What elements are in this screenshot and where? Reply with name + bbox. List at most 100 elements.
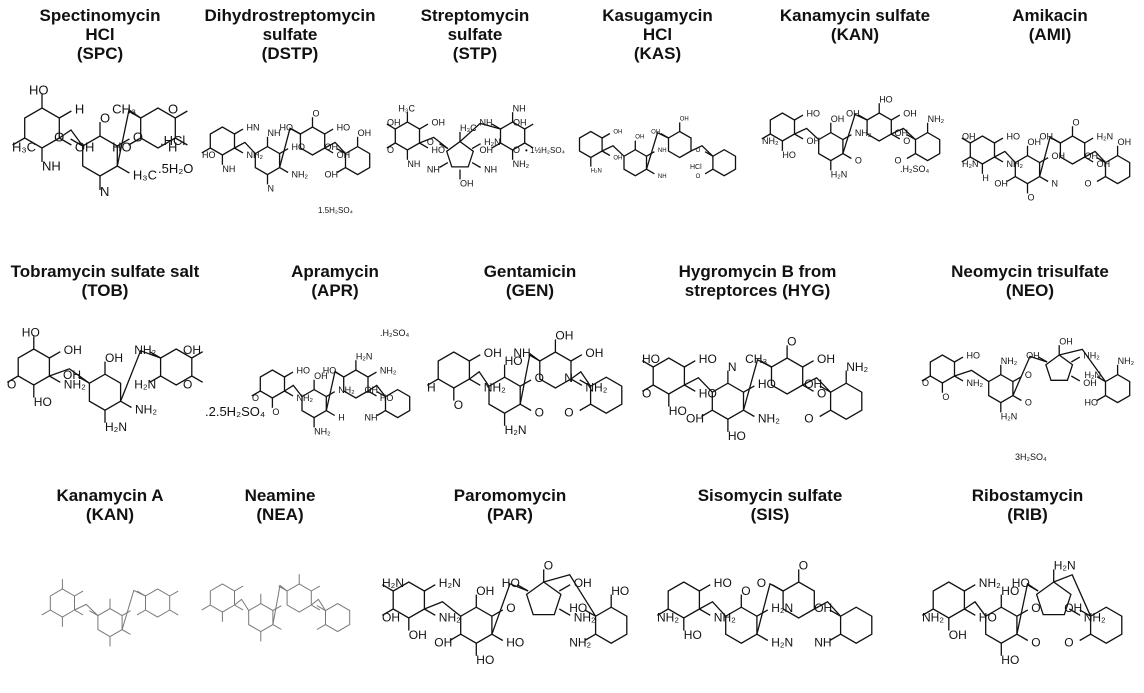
atom-label: H — [75, 102, 84, 117]
substituent-bond — [1070, 356, 1081, 363]
substituent-bond — [579, 403, 591, 412]
compound-name: Hygromycin B from — [678, 262, 837, 281]
atom-label: OH — [895, 128, 909, 138]
atom-label: H₂N — [1054, 559, 1076, 573]
atom-label: HO — [505, 354, 523, 368]
compound-name: Kanamycin sulfate — [779, 6, 931, 25]
atom-label: O — [133, 130, 143, 145]
atom-label: O — [387, 145, 394, 155]
atom-label: H — [168, 140, 177, 155]
glycosidic-bond — [74, 603, 99, 616]
glycosidic-bond — [234, 598, 250, 611]
substituent-bond — [601, 132, 611, 139]
glycosidic-bond — [459, 122, 501, 143]
compound-title: Amikacin (AMI) — [960, 6, 1140, 44]
atom-label: NH₂ — [135, 403, 157, 417]
atom-label: NH₂ — [292, 170, 309, 180]
substituent-bond — [234, 147, 244, 154]
glycosidic-bond — [424, 601, 462, 617]
substituent-bond — [1070, 375, 1081, 382]
atom-label: HN — [247, 122, 260, 132]
ring — [525, 581, 562, 616]
compound-name: Apramycin — [291, 262, 379, 281]
glycosidic-bond — [794, 127, 820, 141]
compound-name: Streptomycin — [420, 6, 530, 25]
atom-label: OH — [484, 346, 502, 360]
atom-label: HO — [699, 352, 717, 366]
atom-label: CH₃ — [112, 102, 136, 117]
atom-label: O — [564, 406, 573, 420]
substituent-bond — [646, 151, 655, 157]
substituent-bond — [136, 609, 146, 616]
atom-label: O — [100, 111, 110, 126]
atom-label: H — [427, 381, 436, 395]
atom-label: OH — [1059, 336, 1073, 346]
substituent-bond — [469, 354, 481, 362]
atom-label: O — [1031, 601, 1040, 615]
substituent-bond — [58, 110, 72, 119]
atom-label: OH — [635, 135, 644, 141]
atom-label: NH₂ — [657, 611, 679, 625]
atom-label: NH — [407, 159, 420, 169]
chemical-structure — [200, 530, 360, 680]
substituent-bond — [743, 409, 755, 418]
atom-label: OH — [325, 142, 339, 152]
ring — [344, 145, 371, 176]
compound-title: Dihydrostreptomycin sulfate (DSTP) — [200, 6, 380, 63]
atom-label: O — [535, 406, 544, 420]
atom-label: H₂N — [484, 137, 501, 147]
glycosidic-bond — [690, 145, 714, 157]
substituent-bond — [819, 409, 831, 418]
substituent-bond — [961, 156, 971, 163]
compound-dstp: Dihydrostreptomycin sulfate (DSTP) NH₂ HN… — [200, 6, 380, 216]
atom-label: O — [642, 387, 651, 401]
substituent-bond — [419, 142, 429, 149]
atom-label: OH — [325, 170, 339, 180]
substituent-bond — [994, 156, 1004, 163]
atom-label: OH — [817, 352, 835, 366]
atom-label: NH₂ — [585, 381, 607, 395]
substituent-bond — [964, 584, 976, 592]
substituent-bond — [367, 390, 377, 397]
substituent-bond — [386, 123, 396, 130]
substituent-bond — [325, 410, 336, 417]
ring — [17, 348, 51, 386]
substituent-bond — [699, 608, 711, 616]
substituent-bond — [120, 400, 132, 409]
substituent-bond — [279, 167, 289, 174]
substituent-bond — [381, 584, 394, 592]
substituent-bond — [89, 610, 99, 617]
atom-label: HO — [280, 122, 294, 132]
salt-formula: • 1½H₂SO₄ — [525, 146, 565, 155]
atom-label: OH — [75, 140, 95, 155]
atom-label: O — [922, 378, 929, 388]
atom-label: HO — [22, 326, 40, 340]
substituent-bond — [524, 142, 534, 149]
glycosidic-bond — [419, 136, 449, 150]
atom-label: NH — [365, 413, 378, 423]
substituent-bond — [519, 379, 532, 387]
atom-label: HO — [502, 576, 520, 590]
compound-title: Neamine (NEA) — [200, 486, 360, 524]
atom-label: OH — [949, 628, 967, 642]
substituent-bond — [6, 375, 19, 383]
substituent-bond — [794, 133, 804, 140]
atom-label: O — [903, 136, 910, 146]
salt-formula: 3H₂SO₄ — [1015, 452, 1047, 462]
atom-label: NH — [480, 117, 493, 127]
substituent-bond — [1051, 137, 1061, 144]
atom-label: HO — [432, 145, 446, 155]
substituent-bond — [78, 376, 90, 384]
substituent-bond — [116, 138, 130, 147]
atom-label: HO — [380, 393, 394, 403]
substituent-bond — [890, 133, 901, 140]
substituent-bond — [121, 629, 131, 635]
atom-label: NH — [658, 148, 667, 154]
substituent-bond — [316, 624, 326, 630]
atom-label: H₂N — [1085, 370, 1102, 380]
atom-label: OH — [365, 385, 379, 395]
atom-label: O — [544, 559, 553, 573]
